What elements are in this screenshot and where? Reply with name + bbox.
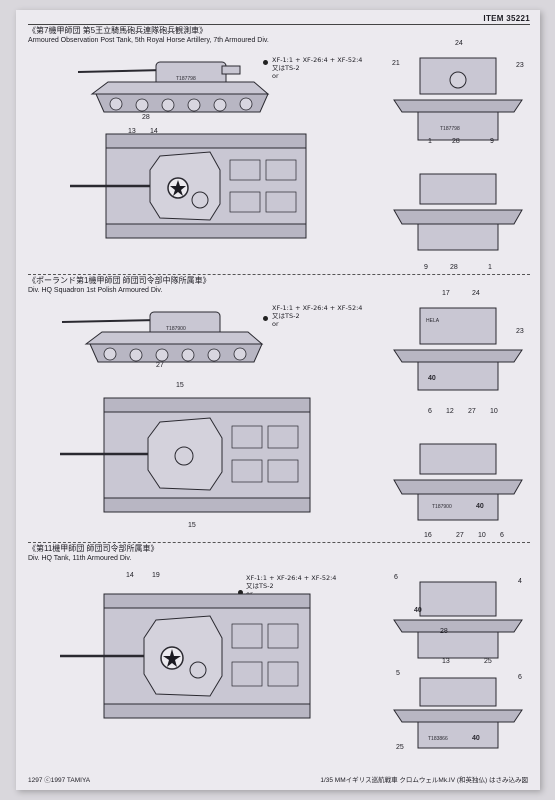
section2-rear-view: T187900 40 <box>393 443 523 521</box>
callout-13b: 13 <box>442 658 450 665</box>
callout-1: 1 <box>428 138 432 145</box>
callout-19: 19 <box>152 572 160 579</box>
section1-front-view: T187798 <box>393 57 523 141</box>
callout-6: 6 <box>428 408 432 415</box>
s3-rear-marking: T183866 <box>428 736 448 742</box>
section2-side-view: T187900 <box>61 311 264 363</box>
section3-title-jp: 《第11機甲師団 師団司令部所属車》 <box>28 544 159 553</box>
s2-hela-marking: HELA <box>426 318 440 324</box>
section1-side-view: T187798 <box>77 61 270 113</box>
callout-14b: 14 <box>126 572 134 579</box>
callout-13: 13 <box>128 128 136 135</box>
callout-24b: 24 <box>472 290 480 297</box>
callout-16: 16 <box>424 532 432 539</box>
callout-27b: 27 <box>468 408 476 415</box>
copyright: 1297 ⓒ1997 TAMIYA <box>28 777 91 784</box>
section3-title: 《第11機甲師団 師団司令部所属車》 Div. HQ Tank, 11th Ar… <box>28 544 159 564</box>
callout-14: 14 <box>150 128 158 135</box>
s1-front-plate: T187798 <box>440 126 460 132</box>
section1-title-en: Armoured Observation Post Tank, 5th Roya… <box>28 37 269 44</box>
callout-23b: 23 <box>516 328 524 335</box>
paint-alt: 又はTS-2 <box>272 64 300 72</box>
callout-28c: 28 <box>450 264 458 271</box>
section3-rear-view: T183866 40 <box>393 677 523 749</box>
paint-marker-dot-3 <box>238 590 243 595</box>
callout-6b: 6 <box>500 532 504 539</box>
callout-25: 25 <box>484 658 492 665</box>
s2-rear-marking: T187900 <box>432 504 452 510</box>
callout-15b: 15 <box>188 522 196 529</box>
callout-15: 15 <box>176 382 184 389</box>
section1-turret-marking: T187798 <box>176 76 196 82</box>
section1-title: 《第7機甲師団 第5王立騎馬砲兵連隊砲兵観測車》 Armoured Observ… <box>28 26 269 46</box>
section2-title: 《ポーランド第1機甲師団 師団司令部中隊所属車》 Div. HQ Squadro… <box>28 276 211 296</box>
callout-9b: 9 <box>424 264 428 271</box>
callout-10: 10 <box>490 408 498 415</box>
section3-front-view: 40 <box>393 581 523 659</box>
callout-9: 9 <box>490 138 494 145</box>
section1-rear-view <box>393 173 523 251</box>
s3-rear-number: 40 <box>472 735 480 742</box>
callout-6d: 6 <box>518 674 522 681</box>
section2-turret-marking: T187900 <box>166 326 186 332</box>
callout-12: 12 <box>446 408 454 415</box>
callout-28b: 28 <box>452 138 460 145</box>
s2-rear-number: 40 <box>476 503 484 510</box>
callout-4: 4 <box>518 578 522 585</box>
callout-27: 27 <box>156 362 164 369</box>
separator-1 <box>28 274 530 275</box>
callout-28d: 28 <box>440 628 448 635</box>
item-number: ITEM 35221 <box>483 14 530 23</box>
callout-24: 24 <box>455 40 463 47</box>
section2-title-en: Div. HQ Squadron 1st Polish Armoured Div… <box>28 287 163 294</box>
header-rule <box>28 24 530 25</box>
paint-or: or <box>272 72 279 80</box>
sheet-caption: 1/35 MMイギリス巡航戦車 クロムウェルMk.IV (和英独仏) はさみ込み… <box>320 777 528 784</box>
instruction-sheet: ITEM 35221 《第7機甲師団 第5王立騎馬砲兵連隊砲兵観測車》 Armo… <box>16 10 540 790</box>
section2-top-view <box>60 397 311 513</box>
s2-front-number: 40 <box>428 375 436 382</box>
section3-top-view <box>60 593 311 719</box>
callout-27c: 27 <box>456 532 464 539</box>
separator-2 <box>28 542 530 543</box>
callout-21: 21 <box>392 60 400 67</box>
section2-paint-note: XF-1:1 + XF-26:4 + XF-52:4 又はTS-2 or <box>272 304 363 328</box>
section1-title-jp: 《第7機甲師団 第5王立騎馬砲兵連隊砲兵観測車》 <box>28 26 208 35</box>
callout-28: 28 <box>142 114 150 121</box>
callout-6c: 6 <box>394 574 398 581</box>
section3-title-en: Div. HQ Tank, 11th Armoured Div. <box>28 555 132 562</box>
section2-front-view: HELA 40 <box>393 307 523 391</box>
section1-paint-note: XF-1:1 + XF-26:4 + XF-52:4 又はTS-2 or <box>272 56 362 80</box>
paint-marker-dot-2 <box>263 316 268 321</box>
paint-marker-dot <box>263 60 268 65</box>
paint-mix: XF-1:1 + XF-26:4 + XF-52:4 <box>272 56 363 64</box>
callout-23: 23 <box>516 62 524 69</box>
callout-1b: 1 <box>488 264 492 271</box>
callout-17: 17 <box>442 290 450 297</box>
callout-10b: 10 <box>478 532 486 539</box>
callout-25b: 25 <box>396 744 404 751</box>
section2-title-jp: 《ポーランド第1機甲師団 師団司令部中隊所属車》 <box>28 276 211 285</box>
s3-front-number: 40 <box>414 607 422 614</box>
callout-5: 5 <box>396 670 400 677</box>
section1-top-view <box>70 133 307 239</box>
